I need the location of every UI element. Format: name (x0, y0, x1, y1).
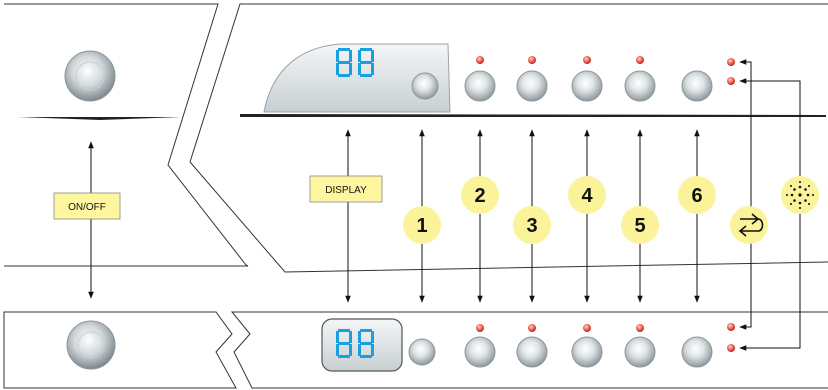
display-button-top[interactable] (411, 72, 439, 100)
arrow-swap (739, 59, 752, 330)
display-button-bottom[interactable] (408, 338, 436, 366)
callout-3: 3 (526, 215, 537, 237)
button-bottom-2[interactable] (516, 336, 548, 368)
callout-2: 2 (474, 185, 485, 207)
swap-arrows-icon (730, 206, 768, 244)
on-off-label-box (53, 192, 121, 220)
button-top-2[interactable] (516, 70, 548, 102)
led-top-2 (476, 56, 484, 64)
top-left-panel-outline (4, 3, 249, 267)
button-top-3[interactable] (571, 70, 603, 102)
button-top-4[interactable] (624, 70, 656, 102)
callout-4-circle (568, 176, 606, 214)
led-top-a (727, 58, 735, 66)
led-top-5 (636, 56, 644, 64)
button-bottom-3[interactable] (571, 336, 603, 368)
led-bottom-3 (528, 324, 536, 332)
bottom-right-panel-outline (230, 311, 828, 389)
callout-5-circle (621, 206, 659, 244)
led-bottom-4 (583, 324, 591, 332)
right-panel-edge (240, 114, 826, 117)
bottom-left-panel-outline (3, 311, 237, 389)
led-top-4 (583, 56, 591, 64)
arrow-light (739, 78, 801, 351)
sparkle-dots-icon (781, 176, 819, 214)
led-top-3 (528, 56, 536, 64)
led-bottom-b (727, 344, 735, 352)
on-off-label: ON/OFF (68, 202, 106, 213)
power-button-top[interactable] (64, 50, 116, 102)
button-top-5[interactable] (681, 70, 713, 102)
callout-6-circle (678, 176, 716, 214)
bottom-buttons (464, 323, 735, 368)
top-buttons (464, 56, 735, 102)
button-bottom-4[interactable] (624, 336, 656, 368)
button-bottom-5[interactable] (681, 336, 713, 368)
led-bottom-a (727, 323, 735, 331)
callout-2-circle (461, 176, 499, 214)
display-housing-top (263, 43, 451, 113)
numbered-callouts: 1 2 3 4 5 6 (403, 176, 716, 244)
callout-4: 4 (581, 185, 593, 207)
callout-1-circle (403, 206, 441, 244)
display-label-box (309, 175, 383, 203)
left-panel-edge (18, 117, 182, 120)
power-button-bottom-ring (77, 331, 105, 359)
callout-3-circle (513, 206, 551, 244)
display-label: DISPLAY (325, 185, 367, 196)
button-bottom-1[interactable] (464, 336, 496, 368)
top-right-panel-outline (189, 3, 828, 273)
power-button-top-ring (75, 61, 105, 91)
led-bottom-5 (636, 324, 644, 332)
power-button-bottom[interactable] (66, 320, 116, 370)
led-bottom-2 (476, 324, 484, 332)
callout-6: 6 (691, 185, 702, 207)
led-top-b (727, 77, 735, 85)
button-top-1[interactable] (464, 70, 496, 102)
callout-1: 1 (416, 215, 427, 237)
callout-5: 5 (634, 215, 645, 237)
